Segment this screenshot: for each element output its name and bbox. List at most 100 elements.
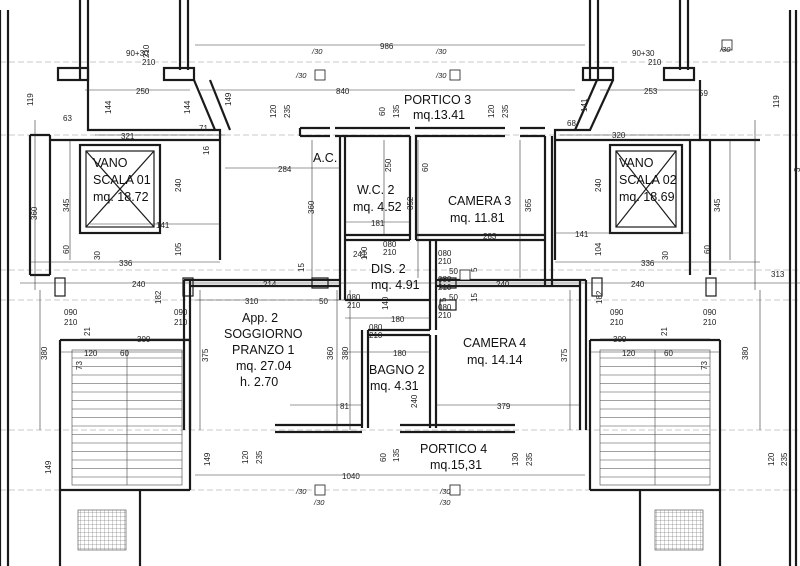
vdim-60c: 60 — [421, 163, 430, 172]
dim-321: 321 — [121, 132, 135, 141]
vdim-235-5: 235 — [780, 452, 789, 466]
vdim-235-1: 235 — [283, 104, 292, 118]
bagno2-area: mq. 4.31 — [370, 379, 419, 393]
vano01-l2: SCALA 01 — [93, 173, 151, 187]
vdim-345b: 345 — [713, 198, 722, 212]
dim-283: 283 — [483, 232, 497, 241]
vdim-235-2: 235 — [501, 104, 510, 118]
vdim-60e: 60 — [703, 245, 712, 254]
stairs — [71, 349, 711, 551]
vdim-360b: 360 — [307, 200, 316, 214]
dim-090b: 090 — [174, 308, 188, 317]
dim-59: 59 — [699, 89, 708, 98]
dim-50b: 50 — [449, 267, 458, 276]
vdim-375a: 375 — [201, 348, 210, 362]
vdim-144a: 144 — [104, 100, 113, 114]
vdim-105: 105 — [174, 242, 183, 256]
camera3-area: mq. 11.81 — [450, 211, 505, 225]
vdim-3: 3 — [793, 167, 800, 172]
vdim-120-2: 120 — [487, 104, 496, 118]
dim-50a: 50 — [319, 297, 328, 306]
vdim-120-4: 120 — [767, 452, 776, 466]
vdim-144b: 144 — [183, 100, 192, 114]
door-mark-3b: 210 — [438, 283, 452, 292]
dim-120b: 120 — [622, 349, 636, 358]
dim-300a: 300 — [137, 335, 151, 344]
vdim-21b: 21 — [660, 327, 669, 336]
dim-120a: 120 — [84, 349, 98, 358]
door-mark-2b: 210 — [438, 257, 452, 266]
dim-240c: 240 — [631, 280, 645, 289]
dim-141a: 141 — [156, 221, 170, 230]
vdim-140: 140 — [381, 296, 390, 310]
vdim-73b: 73 — [700, 361, 709, 370]
vdim-30a: 30 — [93, 251, 102, 260]
soggiorno-l1: App. 2 — [242, 311, 278, 325]
vdim-119b: 119 — [772, 95, 781, 108]
dim-90-30b: 90+30 — [632, 49, 655, 58]
ac-name: A.C. — [313, 151, 337, 165]
dim-214: 214 — [263, 280, 277, 289]
dim-210e: 210 — [610, 318, 624, 327]
slope-note: /30 — [439, 487, 451, 496]
portico3-name: PORTICO 3 — [404, 93, 471, 107]
dimension-lines — [20, 44, 800, 476]
vdim-119a: 119 — [26, 93, 35, 106]
vdim-380a: 380 — [40, 346, 49, 360]
door-mark-5a: 080 — [438, 303, 452, 312]
dimension-labels-h: 986 840 1040 250 253 321 320 284 181 283… — [63, 42, 785, 481]
vdim-15a: 15 — [297, 263, 306, 272]
dim-986: 986 — [380, 42, 394, 51]
dim-180a: 180 — [391, 315, 405, 324]
dim-90-30a: 90+30 — [126, 49, 149, 58]
slope-note: /30 — [435, 47, 447, 56]
soggiorno-area: mq. 27.04 — [236, 359, 292, 373]
portico3-area: mq.13.41 — [413, 108, 465, 122]
vdim-120-3: 120 — [241, 450, 250, 464]
door-mark-4b: 210 — [347, 301, 361, 310]
door-marks: 080 210 080 210 080 210 080 210 080 210 … — [347, 240, 452, 340]
dim-090d: 090 — [703, 308, 717, 317]
vano02-l1: VANO — [619, 156, 654, 170]
dim-210b: 210 — [648, 58, 662, 67]
dim-60b: 60 — [664, 349, 673, 358]
vano01-area: mq. 18.72 — [93, 190, 149, 204]
vdim-73a: 73 — [75, 361, 84, 370]
dim-180b: 180 — [393, 349, 407, 358]
vdim-380c: 380 — [341, 346, 350, 360]
door-mark-5b: 210 — [438, 311, 452, 320]
vdim-16: 16 — [202, 146, 211, 155]
door-mark-4a: 080 — [347, 293, 361, 302]
dim-241: 241 — [353, 250, 367, 259]
vdim-130: 130 — [511, 452, 520, 466]
vdim-250: 250 — [384, 158, 393, 172]
camera3-name: CAMERA 3 — [448, 194, 511, 208]
vano02-area: mq. 18.69 — [619, 190, 675, 204]
vdim-375b: 375 — [560, 348, 569, 362]
room-labels: PORTICO 3 mq.13.41 VANO SCALA 01 mq. 18.… — [93, 93, 677, 472]
dim-310: 310 — [245, 297, 259, 306]
vdim-141: 141 — [580, 98, 589, 112]
vdim-5a: 5 — [470, 267, 479, 272]
slope-note: /30 — [719, 45, 731, 54]
portico4-name: PORTICO 4 — [420, 442, 487, 456]
dim-60a: 60 — [120, 349, 129, 358]
door-mark-2a: 080 — [438, 249, 452, 258]
dim-210c: 210 — [64, 318, 78, 327]
dim-250: 250 — [136, 87, 150, 96]
door-mark-6b: 210 — [369, 331, 383, 340]
dim-253: 253 — [644, 87, 658, 96]
vdim-182b: 182 — [595, 290, 604, 304]
vdim-345a: 345 — [62, 198, 71, 212]
dim-240b: 240 — [496, 280, 510, 289]
vdim-360c: 360 — [326, 346, 335, 360]
vdim-380b: 380 — [741, 346, 750, 360]
vano01-l1: VANO — [93, 156, 128, 170]
dim-210d: 210 — [174, 318, 188, 327]
vdim-d210-side: 210 — [142, 44, 151, 58]
dim-210a: 210 — [142, 58, 156, 67]
dim-090c: 090 — [610, 308, 624, 317]
slope-note: /30 — [439, 498, 451, 507]
wc2-name: W.C. 2 — [357, 183, 395, 197]
